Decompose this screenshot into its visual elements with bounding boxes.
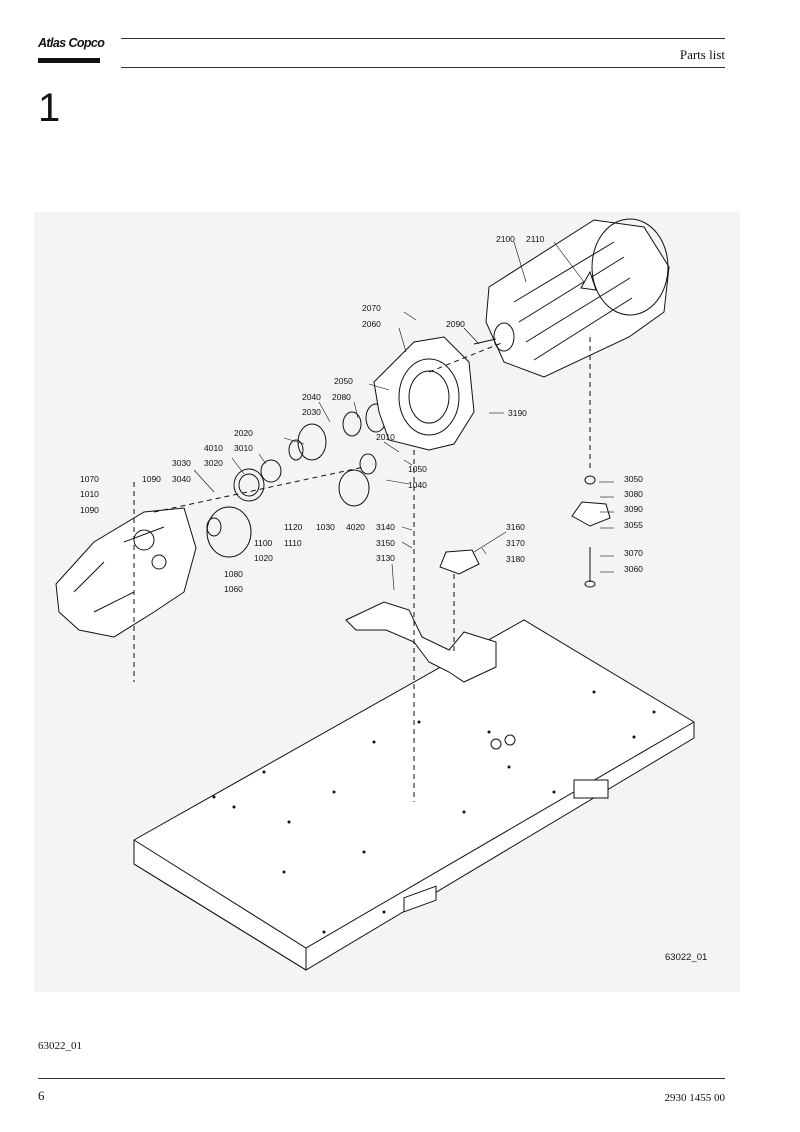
callout-2030: 2030 xyxy=(302,407,321,417)
callout-2050: 2050 xyxy=(334,376,353,386)
callout-3050: 3050 xyxy=(624,474,643,484)
callout-4010: 4010 xyxy=(204,443,223,453)
callout-1120: 1120 xyxy=(284,522,303,532)
callout-3170: 3170 xyxy=(506,538,525,548)
callout-2080: 2080 xyxy=(332,392,351,402)
compressor-element xyxy=(55,507,197,638)
callout-3190: 3190 xyxy=(508,408,527,418)
support-bracket xyxy=(345,601,497,683)
callout-1110: 1110 xyxy=(284,538,302,548)
callout-3160: 3160 xyxy=(506,522,525,532)
callout-1080: 1080 xyxy=(224,569,243,579)
gear-train xyxy=(206,403,387,558)
header-rule-bottom xyxy=(121,67,725,68)
callout-3040: 3040 xyxy=(172,474,191,484)
callout-3090: 3090 xyxy=(624,504,643,514)
footer-reference: 63022_01 xyxy=(38,1040,82,1052)
callout-3180: 3180 xyxy=(506,554,525,564)
exploded-parts-drawing: 2100 2110 2070 2060 2090 2050 3190 2040 … xyxy=(34,212,740,992)
callout-1010: 1010 xyxy=(80,489,99,499)
mounting-feet xyxy=(439,475,611,588)
drawing-svg: 2100 2110 2070 2060 2090 2050 3190 2040 … xyxy=(55,218,695,971)
callout-3055: 3055 xyxy=(624,520,643,530)
callout-labels: 2100 2110 2070 2060 2090 2050 3190 2040 … xyxy=(80,234,643,594)
callout-leaders xyxy=(193,241,614,591)
logo-wordmark: Atlas Copco xyxy=(38,36,105,50)
callout-1030: 1030 xyxy=(316,522,335,532)
callout-1090: 1090 xyxy=(142,474,161,484)
callout-2070: 2070 xyxy=(362,303,381,313)
callout-2060: 2060 xyxy=(362,319,381,329)
callout-1070: 1070 xyxy=(80,474,99,484)
assembly-guide-lines xyxy=(133,337,591,802)
header-rule-top xyxy=(121,38,725,39)
callout-3140: 3140 xyxy=(376,522,395,532)
callout-1040: 1040 xyxy=(408,480,427,490)
callout-1100: 1100 xyxy=(254,538,273,548)
callout-2040: 2040 xyxy=(302,392,321,402)
callout-2110: 2110 xyxy=(526,234,545,244)
callout-2010: 2010 xyxy=(376,432,395,442)
page-header-title: Parts list xyxy=(679,47,725,62)
callout-1060: 1060 xyxy=(224,584,243,594)
callout-2090: 2090 xyxy=(446,319,465,329)
callout-1090b: 1090 xyxy=(80,505,99,515)
callout-1050: 1050 xyxy=(408,464,427,474)
page-number: 6 xyxy=(38,1088,45,1103)
callout-3070: 3070 xyxy=(624,548,643,558)
callout-3080: 3080 xyxy=(624,489,643,499)
footer-rule xyxy=(38,1078,725,1079)
callout-3130: 3130 xyxy=(376,553,395,563)
callout-1020: 1020 xyxy=(254,553,273,563)
callout-2020: 2020 xyxy=(234,428,253,438)
callout-3030: 3030 xyxy=(172,458,191,468)
callout-2100: 2100 xyxy=(496,234,515,244)
drawing-reference: 63022_01 xyxy=(665,952,708,963)
callout-4020: 4020 xyxy=(346,522,365,532)
atlas-copco-logo: Atlas Copco xyxy=(38,36,105,66)
document-number: 2930 1455 00 xyxy=(664,1092,726,1104)
callout-3010: 3010 xyxy=(234,443,253,453)
callout-3060: 3060 xyxy=(624,564,643,574)
callout-3020: 3020 xyxy=(204,458,223,468)
logo-underline xyxy=(38,58,100,63)
motor-flange xyxy=(373,336,475,451)
callout-3150: 3150 xyxy=(376,538,395,548)
section-number: 1 xyxy=(38,86,61,130)
electric-motor xyxy=(473,218,670,378)
